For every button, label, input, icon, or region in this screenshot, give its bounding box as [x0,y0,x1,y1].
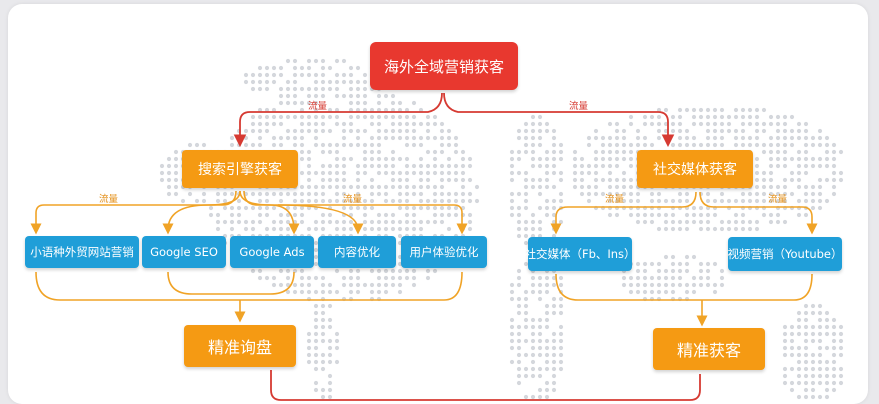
flow-line-search-mid-left [162,190,241,235]
flow-label-social-left: 流量 [605,194,625,205]
result-join-line [270,370,701,401]
item-google-ads: Google Ads [230,236,314,268]
item-ux-optimization: 用户体验优化 [401,236,487,268]
connector-lines [30,92,818,401]
root-node: 海外全域营销获客 [370,42,518,90]
result-precise-inquiries: 精准询盘 [184,325,296,367]
merge-bracket-search-inner [167,271,295,295]
item-video-marketing-youtube: 视频营销（Youtube） [728,237,843,271]
flow-label-root-right: 流量 [569,101,589,112]
flow-line-search-content [277,204,364,235]
result-precise-customers: 精准获客 [653,328,765,370]
item-google-seo: Google SEO [142,236,226,268]
world-map-background [159,58,844,400]
item-social-media-fb-ins: 社交媒体（Fb、Ins） [524,237,636,271]
category-social-media: 社交媒体获客 [637,150,753,188]
flow-label-social-right: 流量 [768,194,788,205]
flow-label-root-left: 流量 [308,101,328,112]
flow-line-social-right [699,191,818,235]
flow-line-root-to-social [443,92,675,148]
flow-label-search-left: 流量 [99,194,119,205]
flow-label-search-right: 流量 [343,194,363,205]
merge-bracket-social [555,273,813,301]
flow-line-root-to-search [233,92,443,148]
category-search-engine: 搜索引擎获客 [182,150,298,188]
item-minor-language-site: 小语种外贸网站营销 [25,236,139,268]
merge-bracket-search-outer [35,271,463,301]
flow-line-social-left [550,191,697,235]
flow-line-search-right [243,190,468,235]
diagram-canvas: 海外全域营销获客 流量 流量 流量 流量 流量 流量 搜索引擎获客 社交媒体获客… [8,4,868,404]
item-content-optimization: 内容优化 [318,236,396,268]
flow-line-search-left [30,190,237,235]
flow-line-search-mid-right [239,190,300,235]
